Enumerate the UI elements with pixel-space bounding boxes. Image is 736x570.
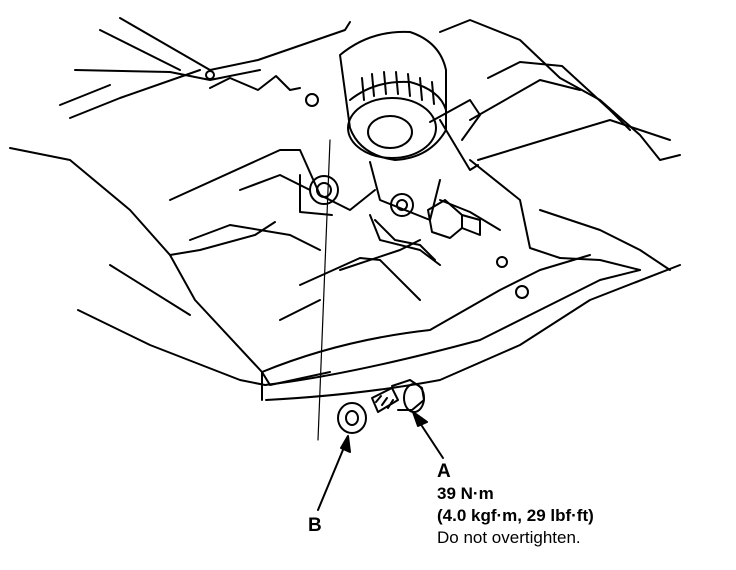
oil-filter: [339, 30, 479, 221]
torque-conversion: (4.0 kgf·m, 29 lbf·ft): [437, 506, 594, 525]
reference-line: [317, 139, 331, 441]
mount-bolts: [299, 174, 481, 261]
leader-arrow-a: [412, 411, 444, 459]
callout-label-a: A: [437, 461, 451, 482]
callout-label-b: B: [308, 515, 322, 536]
drain-bolt: [371, 379, 425, 413]
transmission-case: [429, 19, 681, 271]
torque-spec: 39 N·m: [437, 484, 494, 503]
oil-pan: [169, 70, 681, 401]
leader-arrow-b: [317, 435, 351, 511]
torque-note: Do not overtighten.: [437, 528, 581, 547]
sealing-washer: [337, 402, 367, 434]
